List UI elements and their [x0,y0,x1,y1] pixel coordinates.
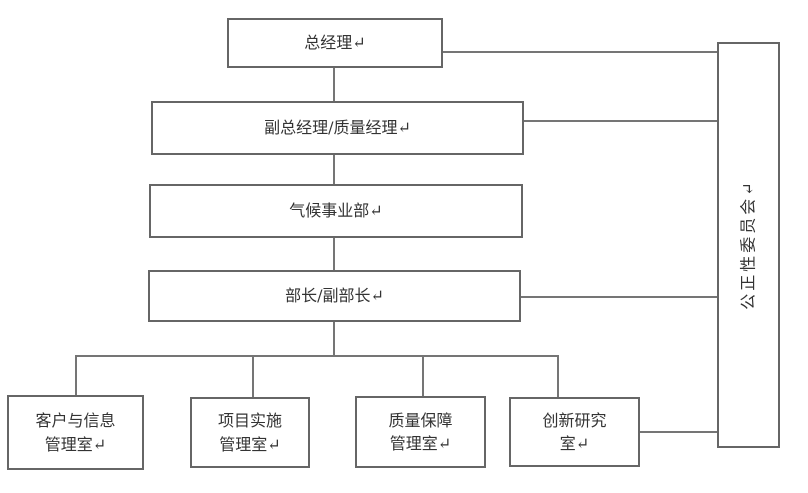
node-quality-office-line2: 管理室↵ [389,434,452,453]
node-general-manager: 总经理↵ [227,18,443,68]
connector-minister-to-committee [521,296,717,298]
node-innovation-office-line1: 创新研究 [542,410,607,430]
node-minister-label: 部长/副部长↵ [285,286,384,306]
drop-to-innovation-office [557,355,559,397]
branch-distribution-line [76,355,559,357]
connector-climate-to-minister [333,238,335,270]
node-climate-division: 气候事业部↵ [149,184,523,238]
node-general-manager-label: 总经理↵ [304,33,366,53]
connector-deputy-to-climate [333,155,335,184]
drop-to-customer-info-office [75,355,77,395]
node-minister: 部长/副部长↵ [148,270,521,322]
node-deputy-general-manager-label: 副总经理/质量经理↵ [264,118,411,138]
node-quality-office-line1: 质量保障 [388,410,453,430]
drop-to-project-office [252,355,254,397]
node-innovation-office-line2: 室↵ [559,434,590,453]
node-deputy-general-manager: 副总经理/质量经理↵ [151,101,524,155]
node-innovation-office: 创新研究 室↵ [509,397,640,467]
node-customer-info-office-line1: 客户与信息 [35,411,116,431]
node-customer-info-office: 客户与信息 管理室↵ [7,395,144,470]
node-project-office: 项目实施 管理室↵ [190,397,310,468]
node-project-office-line2: 管理室↵ [219,434,281,454]
connector-gm-to-committee [443,51,717,53]
connector-minister-to-branch [333,322,335,356]
node-project-office-line1: 项目实施 [217,411,282,431]
connector-deputy-to-committee [524,120,717,122]
drop-to-quality-office [422,355,424,396]
connector-gm-to-deputy [333,68,335,101]
connector-innovation-to-committee [640,431,717,433]
node-customer-info-office-line2: 管理室↵ [44,434,107,454]
node-impartiality-committee-label: 公正性委员会↵ [738,179,758,311]
node-climate-division-label: 气候事业部↵ [289,201,383,221]
node-impartiality-committee: 公正性委员会↵ [717,42,780,448]
node-quality-office: 质量保障 管理室↵ [355,396,486,468]
